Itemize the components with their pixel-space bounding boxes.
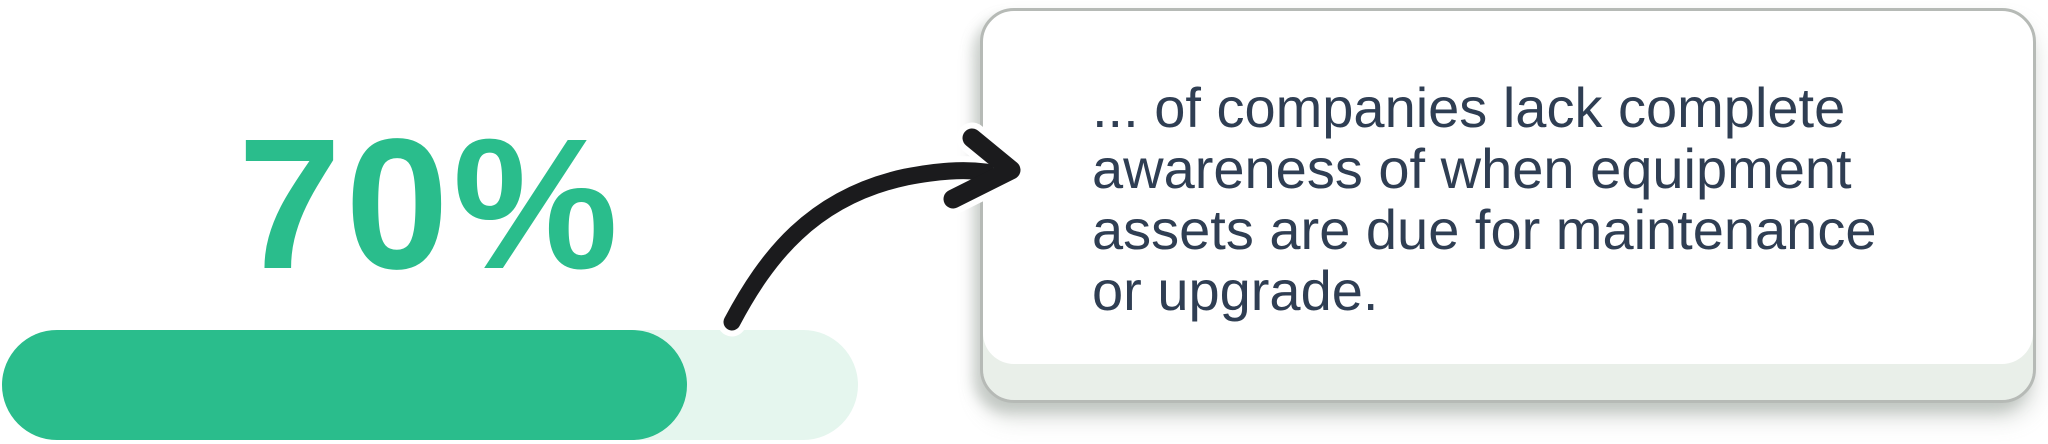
progress-track <box>2 330 858 440</box>
callout-line-2: awareness of when equipment <box>1092 137 1852 200</box>
callout-card: ... of companies lack complete awareness… <box>980 8 2036 403</box>
callout-line-3: assets are due for maintenance <box>1092 198 1877 261</box>
progress-fill <box>2 330 687 440</box>
stat-value: 70% <box>237 101 623 308</box>
callout-line-4: or upgrade. <box>1092 259 1379 322</box>
callout-line-1: ... of companies lack complete <box>1092 76 1846 139</box>
callout-text: ... of companies lack complete awareness… <box>1092 77 1876 321</box>
